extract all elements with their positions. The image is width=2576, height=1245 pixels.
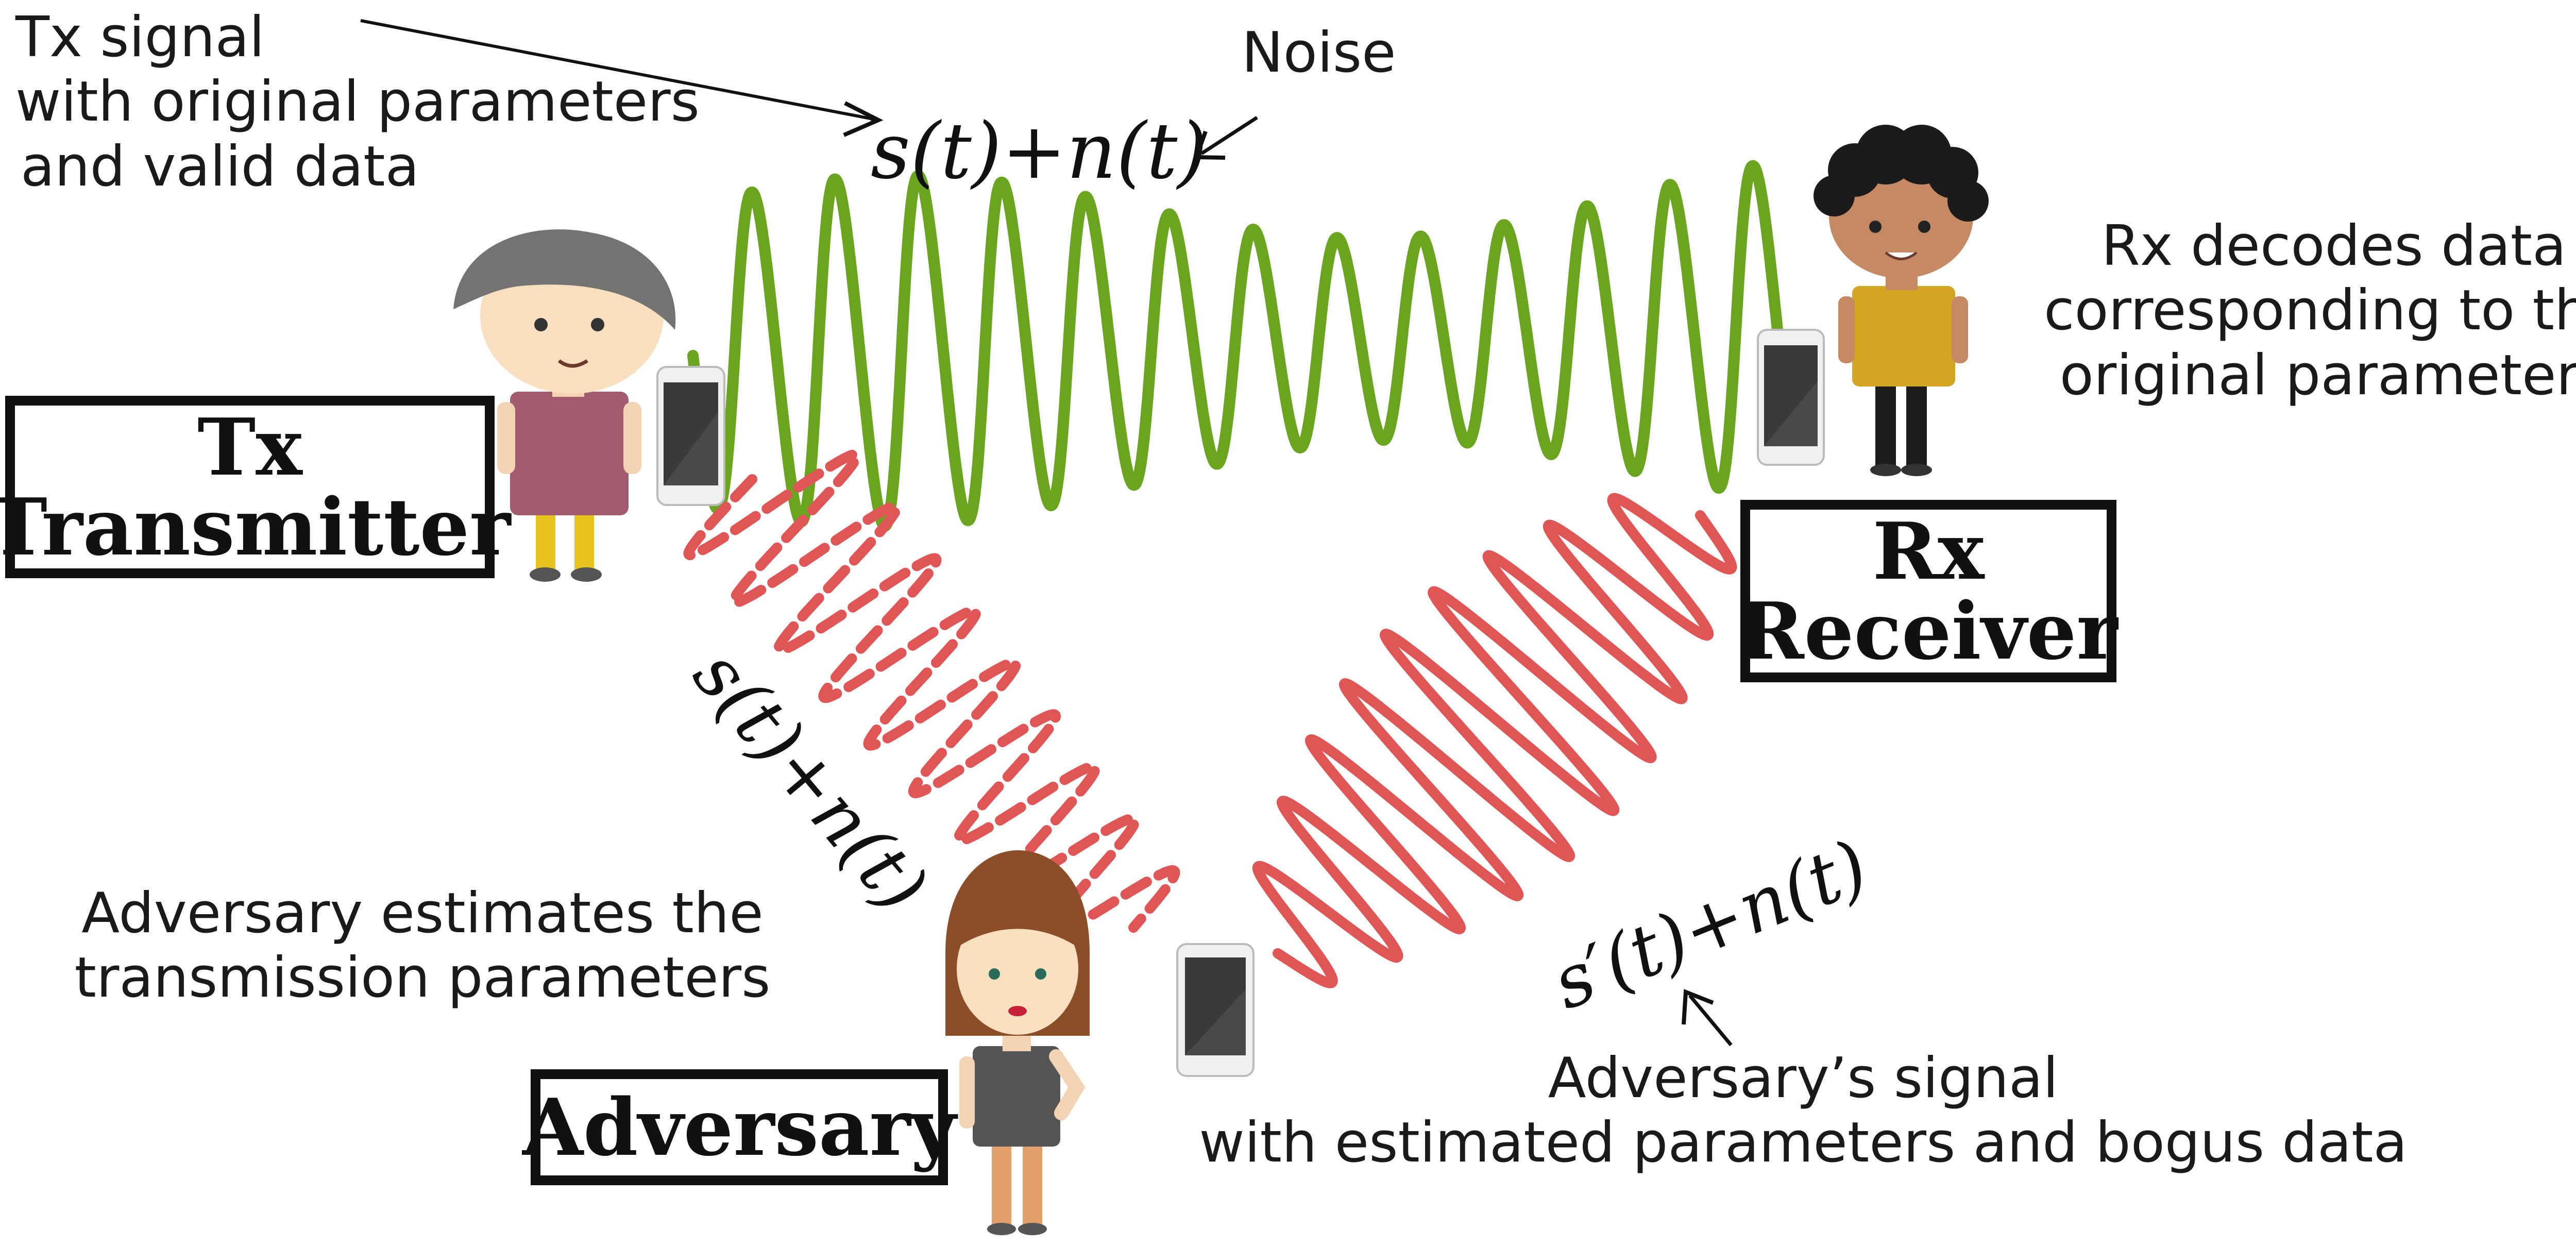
adversary-signal-label: Adversary’s signal with estimated parame… <box>1199 1046 2408 1175</box>
adversary-phone <box>1176 943 1255 1077</box>
noise-arrow-head <box>1193 130 1226 160</box>
transmitter-phone <box>656 366 725 506</box>
adversary-signal-arrow-head <box>1682 989 1714 1025</box>
transmitter-box: Tx Transmitter <box>0 396 511 578</box>
adversary-signal-arrow <box>1688 994 1733 1047</box>
tx-label-arrow <box>360 19 876 122</box>
tx-label-arrow-head <box>843 101 884 137</box>
rx-decodes-label: Rx decodes data corresponding to the ori… <box>2044 214 2576 408</box>
noise-label: Noise <box>1242 21 1396 85</box>
adversary-box: Adversary <box>522 1069 956 1185</box>
receiver-person <box>1814 125 1989 476</box>
equation-top: s(t)+n(t) <box>871 107 1208 196</box>
adversary-person <box>945 850 1090 1235</box>
receiver-phone <box>1757 329 1825 466</box>
receiver-box: Rx Receiver <box>1739 500 2118 682</box>
transmitter-person <box>453 229 676 582</box>
tx-signal-label: Tx signal with original parameters and v… <box>15 5 700 199</box>
noise-arrow <box>1200 116 1258 155</box>
adversary-signal-wave <box>1252 493 1737 988</box>
legitimate-signal-wave <box>687 160 1783 532</box>
equation-right: s′(t)+n(t) <box>1541 825 1879 1027</box>
intercepted-signal-wave <box>683 449 1180 941</box>
adversary-estimates-label: Adversary estimates the transmission par… <box>74 881 771 1011</box>
